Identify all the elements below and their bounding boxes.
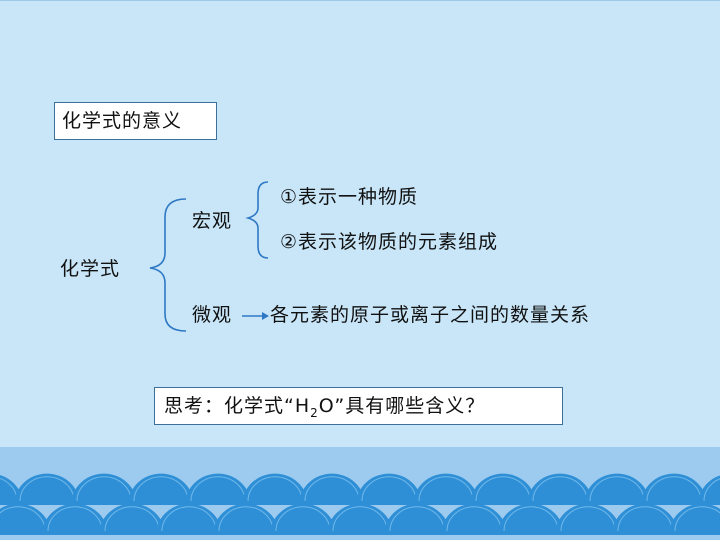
wave-arch-icon	[242, 473, 308, 505]
top-border-line	[0, 0, 720, 1]
micro-label: 微观	[192, 304, 233, 326]
wave-arch-icon	[99, 503, 165, 535]
wave-highlight-icon	[133, 476, 189, 502]
title-text: 化学式的意义	[62, 110, 183, 132]
wave-highlight-icon	[503, 506, 559, 532]
root-label: 化学式	[60, 258, 121, 280]
wave-highlight-icon	[703, 478, 720, 502]
main-brace-icon	[149, 198, 187, 332]
wave-arch-icon	[413, 473, 479, 505]
wave-arch-icon	[441, 503, 507, 535]
wave-highlight-icon	[446, 506, 502, 532]
wave-highlight-icon	[389, 506, 445, 532]
macro-brace-icon	[245, 181, 269, 259]
wave-arch-icon	[470, 473, 536, 505]
wave-arch-icon	[299, 473, 365, 505]
question-prefix: 思考：化学式“H	[164, 395, 311, 417]
question-box: 思考：化学式“H2O”具有哪些含义？	[154, 387, 563, 425]
wave-arch-icon	[498, 503, 564, 535]
wave-arch-icon	[555, 503, 621, 535]
arrow-head-icon	[262, 312, 269, 320]
wave-highlight-icon	[418, 476, 474, 502]
question-subscript: 2	[310, 405, 319, 420]
wave-highlight-icon	[589, 476, 645, 502]
wave-arch-icon	[71, 473, 137, 505]
wave-arch-icon	[527, 473, 593, 505]
wave-highlight-icon	[361, 476, 417, 502]
wave-arch-icon	[356, 473, 422, 505]
wave-highlight-icon	[247, 476, 303, 502]
wave-arch-icon	[584, 473, 650, 505]
wave-arch-icon	[156, 503, 222, 535]
wave-arch-icon	[641, 473, 707, 505]
macro-item-2: ②表示该物质的元素组成	[280, 231, 499, 253]
wave-highlight-icon	[76, 476, 132, 502]
wave-highlight-icon	[475, 476, 531, 502]
wave-highlight-icon	[532, 476, 588, 502]
wave-arch-icon	[14, 473, 80, 505]
micro-description: 各元素的原子或离子之间的数量关系	[270, 304, 591, 326]
wave-arch-icon	[327, 503, 393, 535]
wave-highlight-icon	[646, 476, 702, 502]
wave-highlight-icon	[161, 506, 217, 532]
wave-arch-icon	[185, 473, 251, 505]
wave-arch-icon	[128, 473, 194, 505]
wave-decoration	[0, 473, 720, 535]
wave-arch-icon	[213, 503, 279, 535]
wave-highlight-icon	[617, 506, 673, 532]
wave-highlight-icon	[19, 476, 75, 502]
wave-highlight-icon	[560, 506, 616, 532]
wave-highlight-icon	[190, 476, 246, 502]
wave-highlight-icon	[104, 506, 160, 532]
wave-arch-icon	[270, 503, 336, 535]
wave-highlight-icon	[332, 506, 388, 532]
macro-item-1: ①表示一种物质	[280, 186, 419, 208]
wave-arch-icon	[42, 503, 108, 535]
wave-highlight-icon	[304, 476, 360, 502]
wave-highlight-icon	[0, 477, 18, 502]
question-suffix: O”具有哪些含义？	[318, 395, 486, 417]
wave-arch-icon	[698, 475, 720, 505]
wave-arch-icon	[612, 503, 678, 535]
wave-highlight-icon	[0, 506, 46, 532]
macro-label: 宏观	[192, 210, 233, 232]
title-box: 化学式的意义	[54, 102, 217, 140]
wave-highlight-icon	[275, 506, 331, 532]
wave-highlight-icon	[674, 506, 720, 532]
wave-arch-icon	[669, 503, 720, 535]
wave-arch-icon	[0, 503, 51, 535]
wave-highlight-icon	[218, 506, 274, 532]
wave-highlight-icon	[47, 506, 103, 532]
wave-arch-icon	[384, 503, 450, 535]
question-text: 思考：化学式“H2O”具有哪些含义？	[164, 394, 486, 420]
